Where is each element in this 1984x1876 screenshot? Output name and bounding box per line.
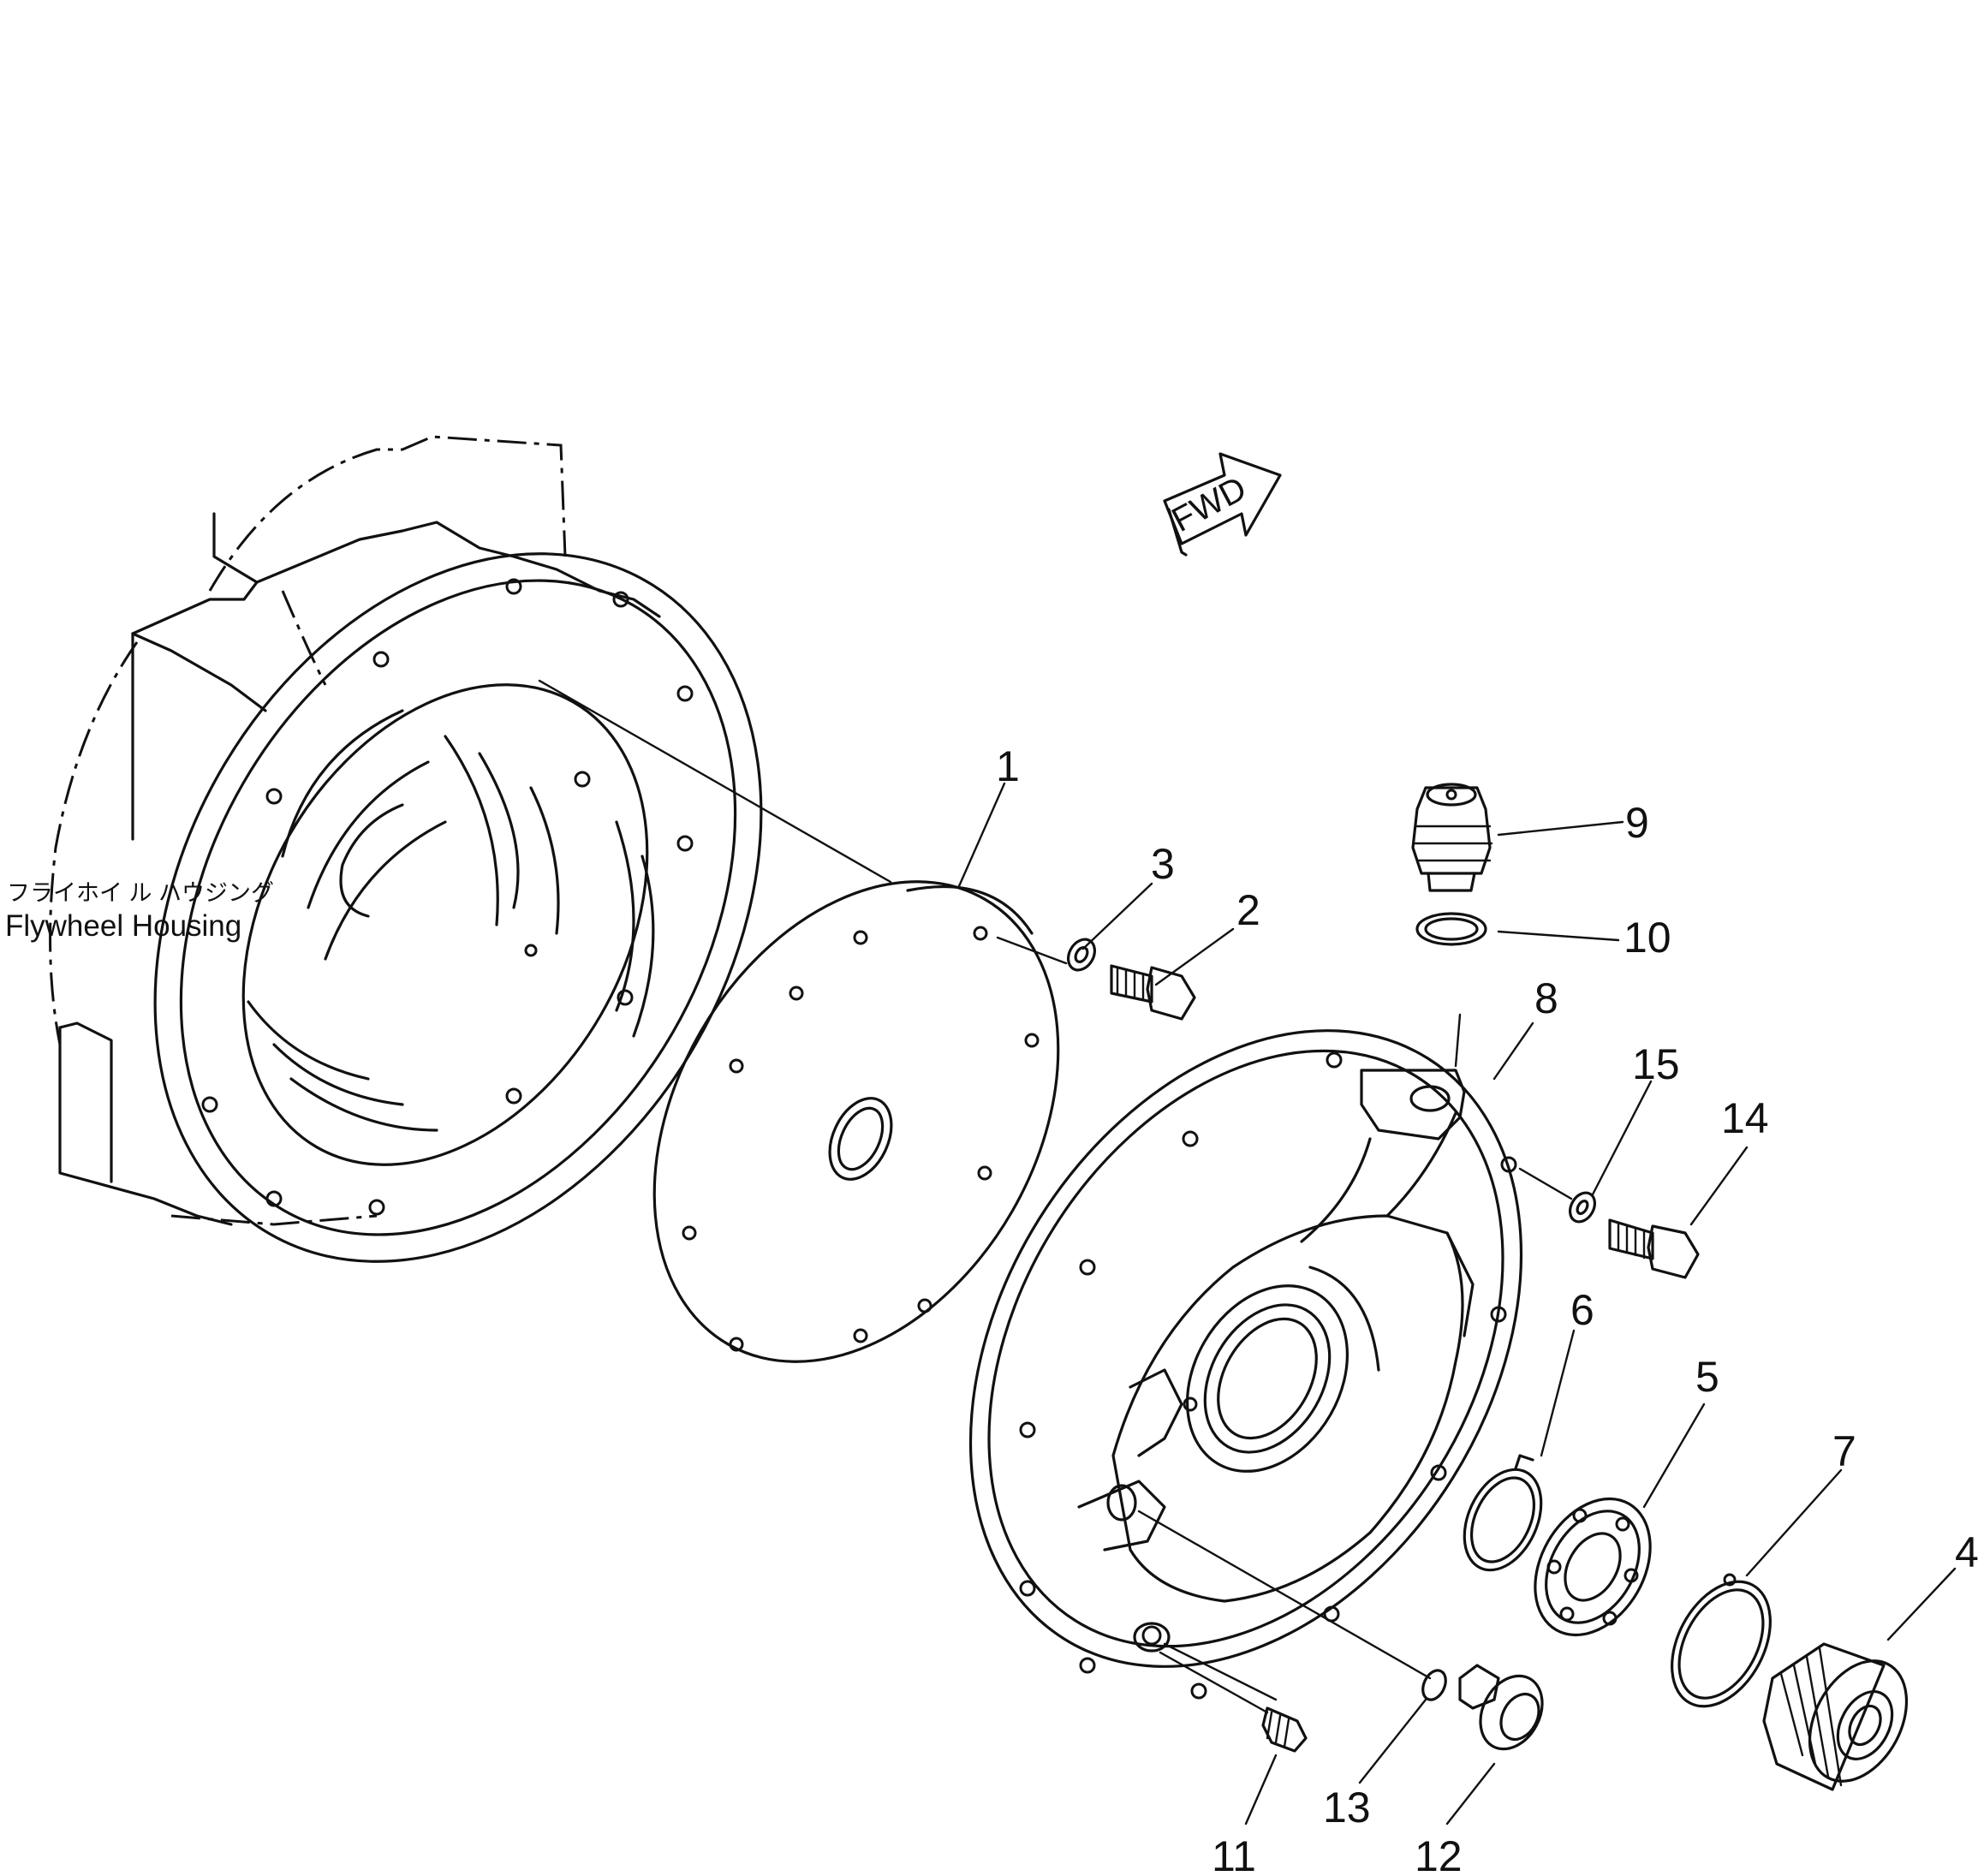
callout-4: 4 bbox=[1955, 1528, 1979, 1576]
part-15-washer bbox=[1568, 1191, 1597, 1224]
callout-14: 14 bbox=[1721, 1094, 1769, 1142]
callout-15: 15 bbox=[1632, 1040, 1680, 1088]
callout-8: 8 bbox=[1534, 974, 1558, 1022]
housing-label-japanese: フライホイ ル ハウジング bbox=[7, 880, 274, 906]
part-14-bolt bbox=[1608, 1218, 1700, 1279]
part-8-pump-body bbox=[968, 1013, 1573, 1701]
callout-2: 2 bbox=[1236, 886, 1260, 934]
part-1-plate bbox=[538, 679, 1060, 1363]
part-3-washer bbox=[996, 936, 1097, 972]
part-2-bolt bbox=[1110, 964, 1196, 1021]
housing-label-english: Flywheel Housing bbox=[5, 909, 241, 943]
fwd-arrow-icon: FWD bbox=[1163, 452, 1282, 557]
part-9-plug bbox=[1411, 783, 1493, 892]
part-10-o-ring bbox=[1415, 912, 1487, 946]
callout-9: 9 bbox=[1625, 799, 1649, 847]
callout-leaders bbox=[957, 782, 1957, 1825]
part-11-fitting bbox=[1133, 1622, 1308, 1753]
part-12-plug bbox=[1458, 1664, 1544, 1751]
callout-10: 10 bbox=[1624, 914, 1671, 962]
part-13-o-ring bbox=[1421, 1669, 1447, 1701]
part-7-circlip bbox=[1671, 1573, 1772, 1708]
part-4-strainer bbox=[1762, 1642, 1909, 1791]
callout-5: 5 bbox=[1695, 1353, 1719, 1401]
callout-11: 11 bbox=[1212, 1832, 1256, 1876]
callout-7: 7 bbox=[1832, 1427, 1856, 1475]
flywheel-housing bbox=[49, 435, 763, 1263]
callout-12: 12 bbox=[1415, 1832, 1463, 1876]
callout-1: 1 bbox=[996, 742, 1020, 790]
callout-6: 6 bbox=[1570, 1286, 1594, 1334]
callout-13: 13 bbox=[1323, 1784, 1371, 1831]
part-6-snap-ring bbox=[1463, 1454, 1543, 1572]
callout-3: 3 bbox=[1151, 840, 1175, 888]
part-5-bearing bbox=[1534, 1497, 1652, 1637]
